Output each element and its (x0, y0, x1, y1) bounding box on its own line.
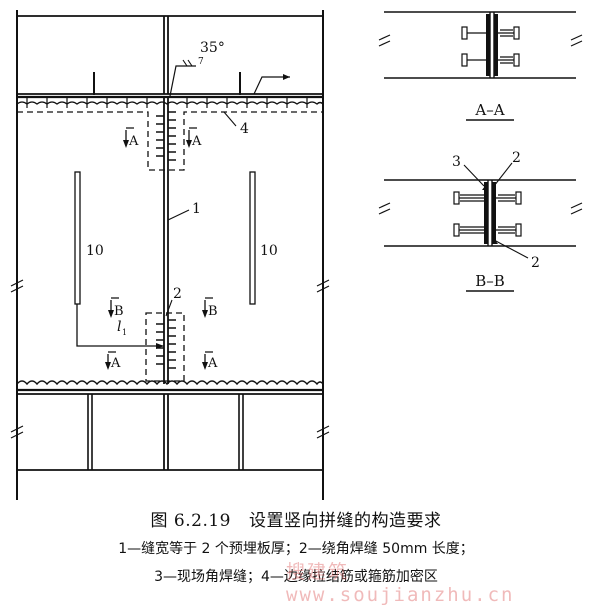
main-view-labels: 35° 7 4 1 10 10 2 l 1 A A B B A A (86, 40, 278, 371)
lower-weld-studs (156, 319, 176, 369)
watermark: 搜建筑 www.soujianzhu.cn (286, 561, 515, 606)
upper-dowel-ticks (26, 97, 308, 108)
section-mark-a-ll: A (110, 356, 121, 371)
section-mark-b-r: B (208, 304, 218, 319)
section-mark-a-ul: A (128, 134, 139, 149)
ref-4: 4 (240, 121, 249, 137)
rebar-left (74, 171, 81, 305)
section-aa-label: A–A (474, 101, 504, 119)
ref-10-right: 10 (260, 243, 278, 259)
weld-symbol-top (169, 65, 196, 97)
field-weld-flag (253, 76, 290, 95)
figure-number: 图 6.2.19 (150, 511, 231, 531)
rebar-right (249, 171, 256, 305)
upper-weld-studs (156, 111, 176, 161)
section-bb-labels: 3 2 2 B–B (452, 150, 540, 290)
section-mark-a-lr: A (207, 356, 218, 371)
lower-joint-band (16, 380, 324, 386)
figure-title: 设置竖向拼缝的构造要求 (248, 511, 442, 531)
ref-3: 3 (452, 154, 461, 170)
length-dimension (76, 304, 164, 347)
section-bb-label: B–B (475, 272, 505, 290)
length-symbol: l (117, 319, 121, 335)
ref-2: 2 (173, 286, 182, 302)
ref-10-left: 10 (86, 243, 104, 259)
legend-line-2: 3—现场角焊缝；4—边缘拉结筋或箍筋加密区 (154, 569, 438, 585)
section-mark-b-l: B (114, 304, 124, 319)
bevel-label: 7 (198, 57, 204, 67)
ref-1: 1 (192, 201, 201, 217)
main-view (10, 10, 330, 500)
ref-2-top: 2 (512, 150, 521, 166)
section-mark-a-ur: A (191, 134, 202, 149)
ref-2-bottom: 2 (531, 255, 540, 271)
lower-dashed-zone (145, 312, 185, 382)
angle-label: 35° (200, 40, 225, 56)
section-bb (378, 162, 583, 292)
legend-line-1: 1—缝宽等于 2 个预埋板厚；2—绕角焊缝 50mm 长度； (118, 541, 474, 557)
length-sub: 1 (122, 328, 127, 337)
section-aa (378, 11, 583, 121)
upper-joint-band (16, 101, 324, 105)
figure-caption: 图 6.2.19 设置竖向拼缝的构造要求 (0, 506, 592, 531)
